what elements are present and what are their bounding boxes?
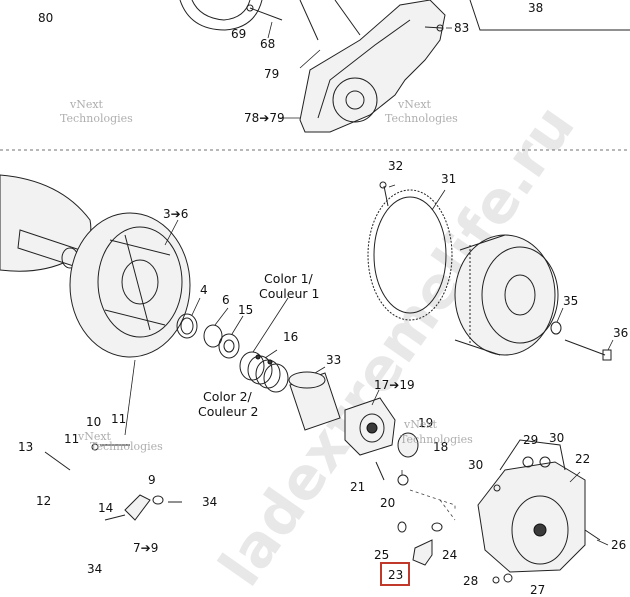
callout-13: 13: [18, 440, 33, 454]
callout-30-right: 30: [549, 431, 564, 445]
vnext-watermark-top-left: vNext: [69, 98, 104, 111]
vnext-watermark-top-right: vNext: [397, 98, 432, 111]
callout-68: 68: [260, 37, 275, 51]
pin-24: [431, 522, 443, 532]
washer-4: [176, 313, 198, 339]
vnext-watermark-bottom-left: vNext: [77, 430, 112, 443]
callout-25: 25: [374, 548, 389, 562]
screw-21: [375, 461, 385, 481]
bracket-23: [412, 539, 433, 566]
callout-19: 19: [418, 416, 433, 430]
callout-20: 20: [380, 496, 395, 510]
callout-35: 35: [563, 294, 578, 308]
callout-33: 33: [326, 353, 341, 367]
bolt-32: [383, 185, 389, 207]
callout-38: 38: [528, 1, 543, 15]
note-color2-line2: Couleur 2: [198, 404, 258, 419]
lower-section: 32 31 3➔6 4 6 15 Color 1/ Couleur 1 16 3…: [0, 159, 628, 597]
callout-23: 23: [388, 568, 403, 582]
callout-7-9: 7➔9: [133, 541, 158, 555]
callout-9: 9: [148, 473, 156, 487]
part-30: [539, 456, 551, 468]
ring-6: [203, 324, 223, 348]
bolt-36: [564, 339, 606, 356]
top-section: 80 69 68 79 83 38 78➔79 vNext Technologi…: [38, 0, 630, 133]
callout-21: 21: [350, 480, 365, 494]
washer-28: [492, 576, 500, 584]
callout-6: 6: [222, 293, 230, 307]
washer-35: [550, 321, 562, 335]
spider-17-19: [344, 397, 396, 456]
flywheel: [454, 234, 559, 356]
callout-36: 36: [613, 326, 628, 340]
vnext-watermark-bottom-right: vNext: [403, 418, 438, 431]
screw-83: [424, 26, 443, 29]
part-29: [522, 456, 534, 468]
callout-31: 31: [441, 172, 456, 186]
callout-69: 69: [231, 27, 246, 41]
callout-34-right: 34: [202, 495, 217, 509]
lever-assembly: [44, 443, 182, 521]
callout-28: 28: [463, 574, 478, 588]
vnext-watermark-bottom-right-2: Technologies: [400, 433, 473, 446]
note-color2-line1: Color 2/: [203, 389, 253, 404]
bolt-26: [584, 529, 601, 541]
roller-18: [397, 432, 419, 458]
callout-11-left: 11: [64, 432, 79, 446]
drive-cover: [299, 0, 446, 133]
callout-78-79: 78➔79: [244, 111, 285, 125]
bushing-20: [397, 474, 409, 486]
spring-16: [239, 351, 289, 393]
vnext-watermark-top-right-2: Technologies: [385, 112, 458, 125]
note-color1-line1: Color 1/: [264, 271, 314, 286]
callout-34-bottom: 34: [87, 562, 102, 576]
bolt-68: [249, 7, 283, 21]
callout-24: 24: [442, 548, 457, 562]
pulley-fragment: [179, 0, 263, 31]
callout-83: 83: [454, 21, 469, 35]
callout-15: 15: [238, 303, 253, 317]
note-color1-line2: Couleur 1: [259, 286, 319, 301]
bushing-15: [218, 333, 240, 359]
highlight-box: [380, 562, 410, 586]
callout-16: 16: [283, 330, 298, 344]
nut-27: [503, 573, 513, 583]
callout-11-top: 11: [111, 412, 126, 426]
callout-12: 12: [36, 494, 51, 508]
callout-80: 80: [38, 11, 53, 25]
ring-gear-31: [367, 189, 453, 321]
vnext-watermark-bottom-left-2: Technologies: [90, 440, 163, 453]
callout-26: 26: [611, 538, 626, 552]
callout-30-left: 30: [468, 458, 483, 472]
callout-79: 79: [264, 67, 279, 81]
callout-29: 29: [523, 433, 538, 447]
callout-17-19: 17➔19: [374, 378, 415, 392]
callout-22: 22: [575, 452, 590, 466]
vnext-watermark-top-left-2: Technologies: [60, 112, 133, 125]
callout-27: 27: [530, 583, 545, 597]
callout-32: 32: [388, 159, 403, 173]
callout-18: 18: [433, 440, 448, 454]
tube-33: [288, 371, 341, 431]
sliding-sheave: [69, 212, 191, 358]
callout-10: 10: [86, 415, 101, 429]
callout-14: 14: [98, 501, 113, 515]
screw-25: [397, 521, 407, 533]
governor-22: [477, 439, 586, 573]
callout-4: 4: [200, 283, 208, 297]
callout-3-6: 3➔6: [163, 207, 188, 221]
